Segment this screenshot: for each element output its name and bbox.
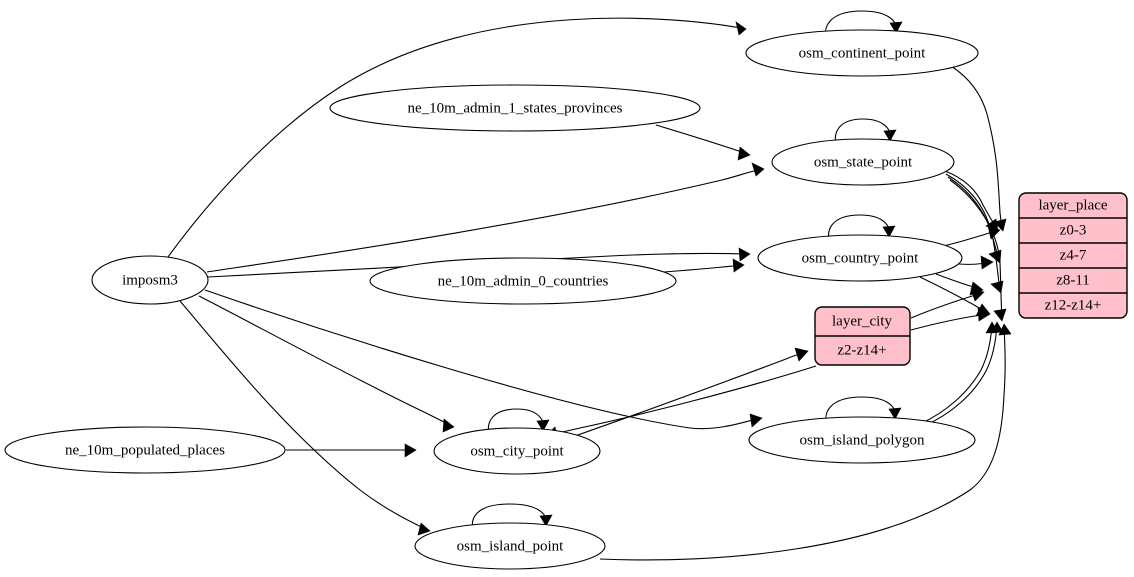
record-layer_city[interactable]: layer_city z2-z14+: [814, 306, 911, 366]
edge-ne_10m_admin_0_countries-to-osm_country_point: [663, 258, 745, 273]
node-ne_10m_populated_places[interactable]: ne_10m_populated_places: [4, 426, 286, 474]
edge-layer_city-to-layer_place-z8-11: [910, 288, 985, 319]
node-osm_continent_point[interactable]: osm_continent_point: [745, 29, 979, 77]
node-ne_10m_admin_0_countries[interactable]: ne_10m_admin_0_countries: [369, 257, 677, 305]
edge-imposm3-to-osm_island_polygon: [204, 289, 763, 430]
edge-osm_island_point-to-layer_place-z12-z14+: [599, 323, 1012, 561]
edge-ne_10m_populated_places-to-osm_city_point: [286, 443, 417, 458]
edge-self-osm_island_polygon: [825, 396, 902, 431]
node-osm_island_polygon[interactable]: osm_island_polygon: [748, 416, 976, 464]
edge-ne_10m_admin_1_states_provinces-to-osm_state_point: [655, 124, 751, 161]
edge-imposm3-to-osm_island_point: [179, 300, 431, 536]
node-osm_country_point[interactable]: osm_country_point: [757, 234, 963, 282]
edge-self-osm_island_point: [471, 503, 553, 538]
node-imposm3[interactable]: imposm3: [91, 255, 209, 305]
record-layer_place[interactable]: layer_place z0-3 z4-7 z8-11 z12-z14+: [1018, 192, 1128, 319]
edge-osm_state_point-to-layer_place-z8-11: [947, 176, 1004, 294]
node-osm_state_point[interactable]: osm_state_point: [771, 138, 955, 186]
edge-osm_state_point-to-layer_place-z12-z14+: [949, 179, 1007, 322]
edge-imposm3-to-osm_state_point: [206, 162, 765, 273]
edge-imposm3-to-osm_continent_point: [167, 17, 747, 258]
edge-layer_city-to-layer_place-z12-z14+: [910, 307, 991, 331]
edge-self-osm_continent_point: [824, 10, 903, 45]
node-ne_10m_admin_1_states_provinces[interactable]: ne_10m_admin_1_states_provinces: [329, 84, 701, 132]
edge-osm_country_point-to-layer_place-z0-3: [939, 225, 1001, 248]
node-osm_city_point[interactable]: osm_city_point: [433, 427, 601, 475]
edge-imposm3-to-osm_city_point: [198, 295, 455, 433]
edge-osm_island_polygon-to-layer_place-z12-z14+-b: [923, 321, 1004, 427]
edge-osm_continent_point-to-layer_place-z0-3: [950, 65, 1007, 232]
edge-self-osm_state_point: [834, 118, 897, 153]
edge-self-osm_country_point: [828, 214, 896, 249]
node-layer: imposm3 ne_10m_admin_1_states_provinces …: [4, 29, 979, 570]
edge-osm_country_point-to-layer_place-z4-7: [958, 255, 994, 270]
edge-osm_island_polygon-to-layer_place-z12-z14+: [919, 321, 999, 425]
edge-layer: [167, 10, 1012, 561]
edge-osm_city_point-to-layer_city: [574, 347, 809, 437]
edge-self-osm_city_point: [487, 408, 550, 443]
node-osm_island_point[interactable]: osm_island_point: [414, 522, 606, 570]
